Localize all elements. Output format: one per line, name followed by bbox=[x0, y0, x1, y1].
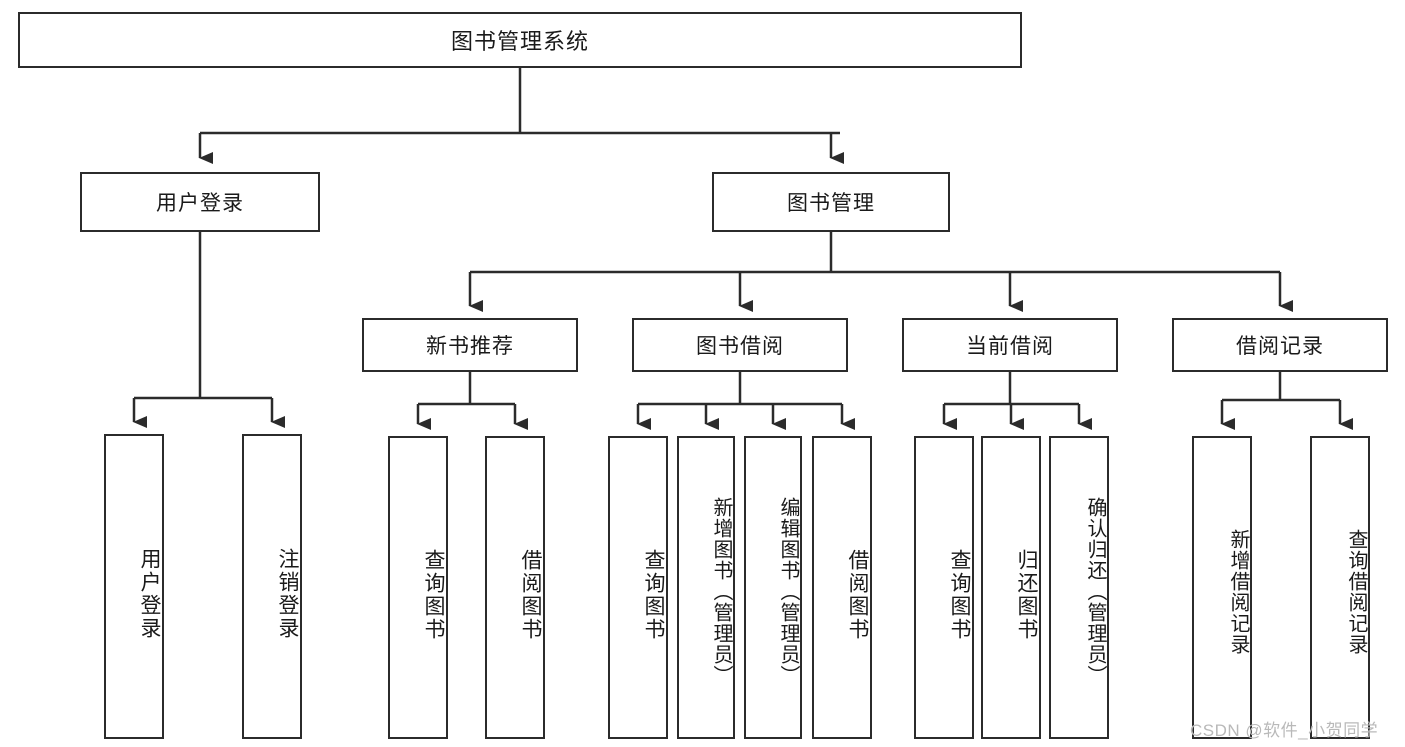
node-label: 图书管理系统 bbox=[450, 29, 589, 54]
node-label: 图书借阅 bbox=[696, 335, 784, 358]
node-label: 编辑图书（管理员） bbox=[777, 497, 799, 686]
leaf-borrow-query-book[interactable]: 查询图书 bbox=[608, 436, 668, 739]
leaf-borrow-add-book-admin[interactable]: 新增图书（管理员） bbox=[677, 436, 735, 739]
node-label: 新书推荐 bbox=[426, 335, 514, 358]
node-label: 借阅记录 bbox=[1236, 335, 1324, 358]
node-book-management[interactable]: 图书管理 bbox=[712, 172, 950, 232]
node-label: 图书管理 bbox=[787, 192, 875, 215]
node-label: 新增借阅记录 bbox=[1227, 528, 1249, 655]
leaf-borrow-edit-book-admin[interactable]: 编辑图书（管理员） bbox=[744, 436, 802, 739]
node-label: 新增图书（管理员） bbox=[710, 497, 732, 686]
node-label: 查询图书 bbox=[422, 548, 445, 641]
node-user-login[interactable]: 用户登录 bbox=[80, 172, 320, 232]
leaf-current-confirm-return-admin[interactable]: 确认归还（管理员） bbox=[1049, 436, 1109, 739]
leaf-new-book-borrow[interactable]: 借阅图书 bbox=[485, 436, 545, 739]
node-label: 确认归还（管理员） bbox=[1084, 497, 1106, 686]
node-current-borrow[interactable]: 当前借阅 bbox=[902, 318, 1118, 372]
node-label: 归还图书 bbox=[1015, 548, 1038, 641]
leaf-current-return-book[interactable]: 归还图书 bbox=[981, 436, 1041, 739]
leaf-record-add-record[interactable]: 新增借阅记录 bbox=[1192, 436, 1252, 739]
node-label: 用户登录 bbox=[156, 192, 244, 215]
node-new-book-recommend[interactable]: 新书推荐 bbox=[362, 318, 578, 372]
node-label: 当前借阅 bbox=[966, 335, 1054, 358]
node-book-borrow[interactable]: 图书借阅 bbox=[632, 318, 848, 372]
node-label: 查询图书 bbox=[642, 548, 665, 641]
node-label: 用户登录 bbox=[138, 547, 161, 640]
node-label: 借阅图书 bbox=[519, 548, 542, 641]
node-label: 查询图书 bbox=[948, 548, 971, 641]
node-label: 查询借阅记录 bbox=[1345, 528, 1367, 655]
node-label: 注销登录 bbox=[276, 547, 299, 640]
leaf-borrow-borrow-book[interactable]: 借阅图书 bbox=[812, 436, 872, 739]
leaf-record-query-record[interactable]: 查询借阅记录 bbox=[1310, 436, 1370, 739]
leaf-new-book-query[interactable]: 查询图书 bbox=[388, 436, 448, 739]
leaf-user-login-login[interactable]: 用户登录 bbox=[104, 434, 164, 739]
node-borrow-record[interactable]: 借阅记录 bbox=[1172, 318, 1388, 372]
node-root-system[interactable]: 图书管理系统 bbox=[18, 12, 1022, 68]
node-label: 借阅图书 bbox=[846, 548, 869, 641]
leaf-user-login-logout[interactable]: 注销登录 bbox=[242, 434, 302, 739]
leaf-current-query-book[interactable]: 查询图书 bbox=[914, 436, 974, 739]
